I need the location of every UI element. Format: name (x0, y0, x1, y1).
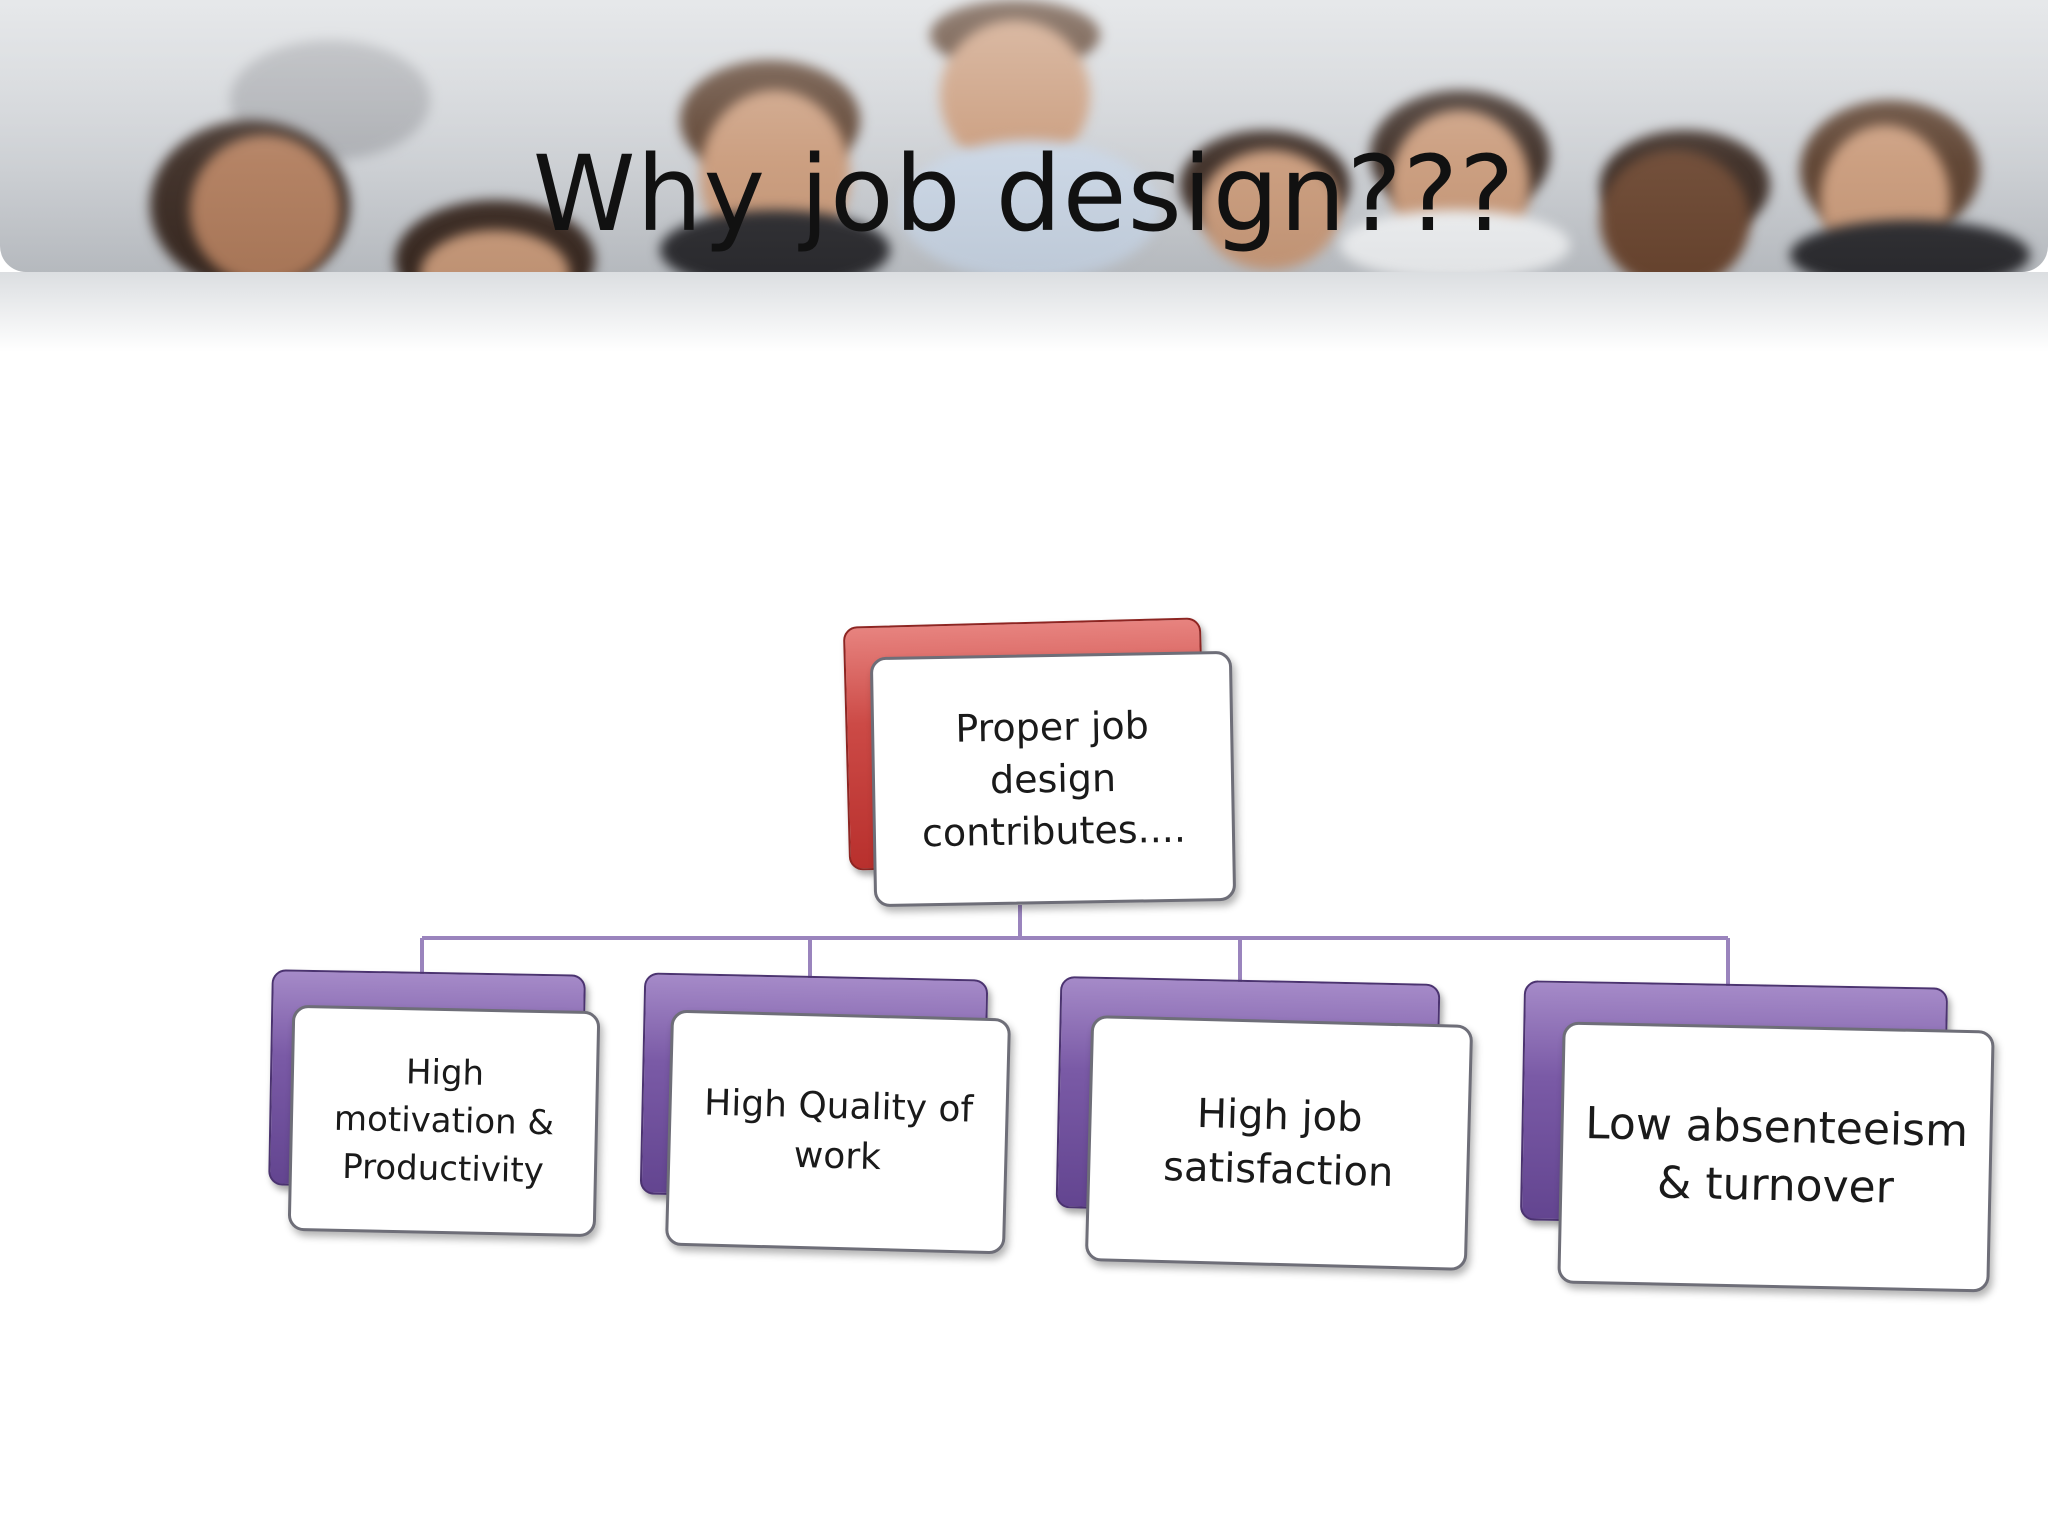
root-node-card: Proper job design contributes.... (869, 650, 1237, 908)
header-photo-banner (0, 0, 2048, 272)
child-node-1-label: High motivation & Productivity (333, 1052, 555, 1192)
child-node-2-label: High Quality of work (703, 1082, 974, 1179)
slide-title: Why job design??? (532, 133, 1516, 255)
child-node-4-label: Low absenteeism & turnover (1584, 1098, 1969, 1214)
child-node-4-card: Low absenteeism & turnover (1557, 1021, 1995, 1293)
child-node-1-card: High motivation & Productivity (287, 1004, 601, 1238)
root-node-label: Proper job design contributes.... (921, 703, 1187, 856)
child-node-2-card: High Quality of work (664, 1009, 1012, 1255)
child-node-3-label: High job satisfaction (1162, 1090, 1394, 1196)
child-node-3-card: High job satisfaction (1084, 1015, 1474, 1271)
banner-reflection (0, 272, 2048, 352)
